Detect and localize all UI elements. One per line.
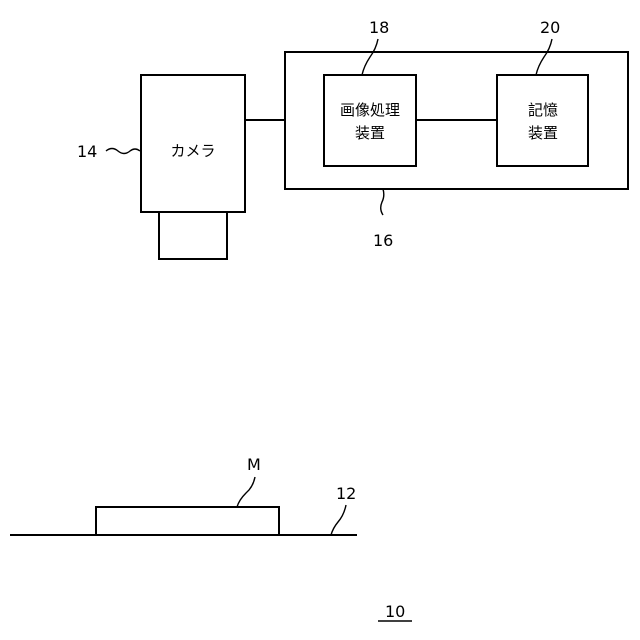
ref-18: 18 <box>369 18 389 37</box>
image-processor-box <box>324 75 416 166</box>
ref-20: 20 <box>540 18 560 37</box>
ref-12: 12 <box>336 484 356 503</box>
storage-label-line2: 装置 <box>528 124 558 142</box>
image-processor-label-line2: 装置 <box>355 124 385 142</box>
ref-16: 16 <box>373 231 393 250</box>
ref-m: M <box>247 455 261 474</box>
ref-14: 14 <box>77 142 97 161</box>
leader-14 <box>106 149 140 154</box>
image-processor-label-line1: 画像処理 <box>340 101 400 119</box>
camera-label: カメラ <box>170 142 215 160</box>
object-m <box>96 507 279 535</box>
camera-lens <box>159 212 227 259</box>
storage-box <box>497 75 588 166</box>
ref-10: 10 <box>385 602 405 621</box>
leader-16 <box>381 189 384 215</box>
leader-12 <box>331 505 346 535</box>
storage-label-line1: 記憶 <box>528 101 558 119</box>
leader-m <box>237 477 255 507</box>
